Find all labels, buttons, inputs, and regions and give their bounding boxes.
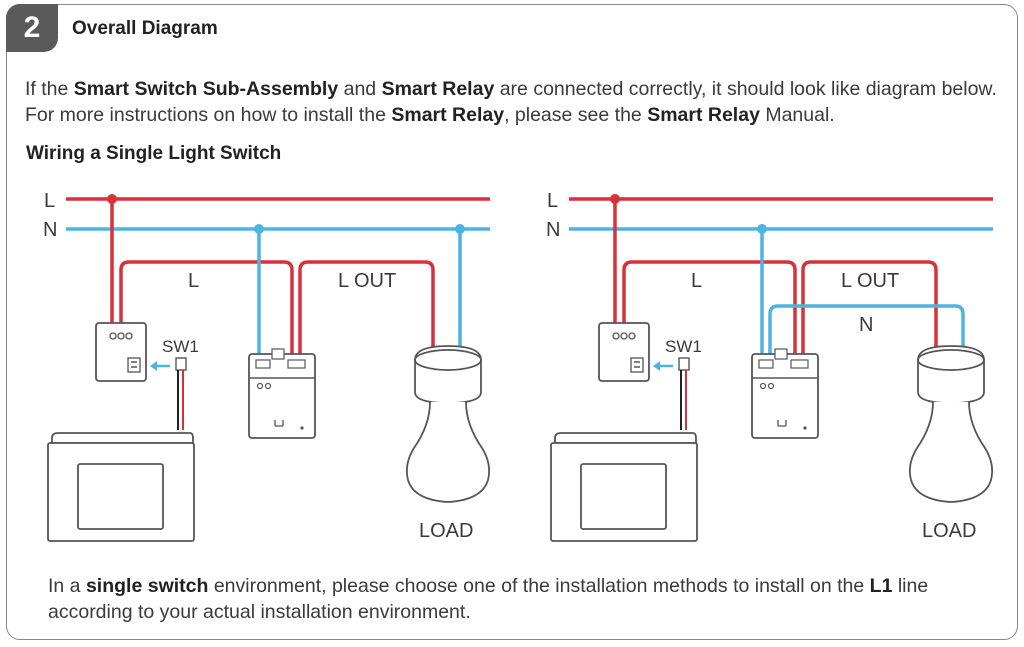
switch-panel-top <box>554 432 697 444</box>
module-port-icon <box>612 332 620 340</box>
module-connector-icon <box>630 357 644 373</box>
line-bus-label: L <box>44 190 55 212</box>
switch-rocker <box>580 463 667 530</box>
module-port-icon <box>109 332 117 340</box>
bulb-socket <box>414 345 482 404</box>
l-wire <box>622 260 797 362</box>
module-port-icon <box>628 332 636 340</box>
l-out-wire-label: L OUT <box>338 270 396 292</box>
light-bulb <box>908 401 994 503</box>
instruction-card <box>6 4 1018 640</box>
l-out-wire-label: L OUT <box>841 270 899 292</box>
switch-label: SW1 <box>665 337 702 356</box>
relay-terminal-icon <box>790 359 809 369</box>
load-label: LOAD <box>922 520 976 542</box>
diagram-subtitle: Wiring a Single Light Switch <box>26 143 282 164</box>
relay-terminal-icon <box>758 359 774 369</box>
load-label: LOAD <box>419 520 473 542</box>
relay-button-icon <box>777 420 787 427</box>
l-wire <box>119 260 294 362</box>
wiring-diagram-right: L N L L OUT N SW1 <box>546 190 994 542</box>
module-port-icon <box>117 332 125 340</box>
light-bulb <box>405 401 491 503</box>
l-out-wire <box>801 260 938 362</box>
switch-panel-top <box>51 432 194 444</box>
switch-rocker <box>77 463 164 530</box>
arrow-head-icon <box>150 361 157 371</box>
module-port-icon <box>125 332 133 340</box>
relay-antenna-icon <box>774 348 788 360</box>
l-wire-label: L <box>188 270 199 292</box>
line-bus-label: L <box>547 190 558 212</box>
section-title: Overall Diagram <box>72 18 218 39</box>
n-wire <box>768 304 965 362</box>
arrow-head-icon <box>653 361 660 371</box>
relay-antenna-icon <box>271 348 285 360</box>
sw1-plug-icon <box>175 357 187 371</box>
l-wire-label: L <box>691 270 702 292</box>
relay-terminal-icon <box>255 359 271 369</box>
module-port-icon <box>620 332 628 340</box>
step-number-badge: 2 <box>6 4 58 52</box>
bulb-socket <box>917 345 985 404</box>
footer-paragraph: In a single switch environment, please c… <box>48 575 929 623</box>
wiring-diagram-left: L N L L OUT SW1 <box>43 190 491 542</box>
switch-label: SW1 <box>162 337 199 356</box>
intro-paragraph: If the Smart Switch Sub-Assembly and Sma… <box>25 78 997 126</box>
sw1-plug-icon <box>678 357 690 371</box>
neutral-bus-label: N <box>546 219 560 241</box>
neutral-bus-label: N <box>43 219 57 241</box>
relay-button-icon <box>274 420 284 427</box>
relay-terminal-icon <box>287 359 306 369</box>
n-wire-label: N <box>859 314 873 336</box>
module-connector-icon <box>127 357 141 373</box>
l-out-wire <box>298 260 435 362</box>
